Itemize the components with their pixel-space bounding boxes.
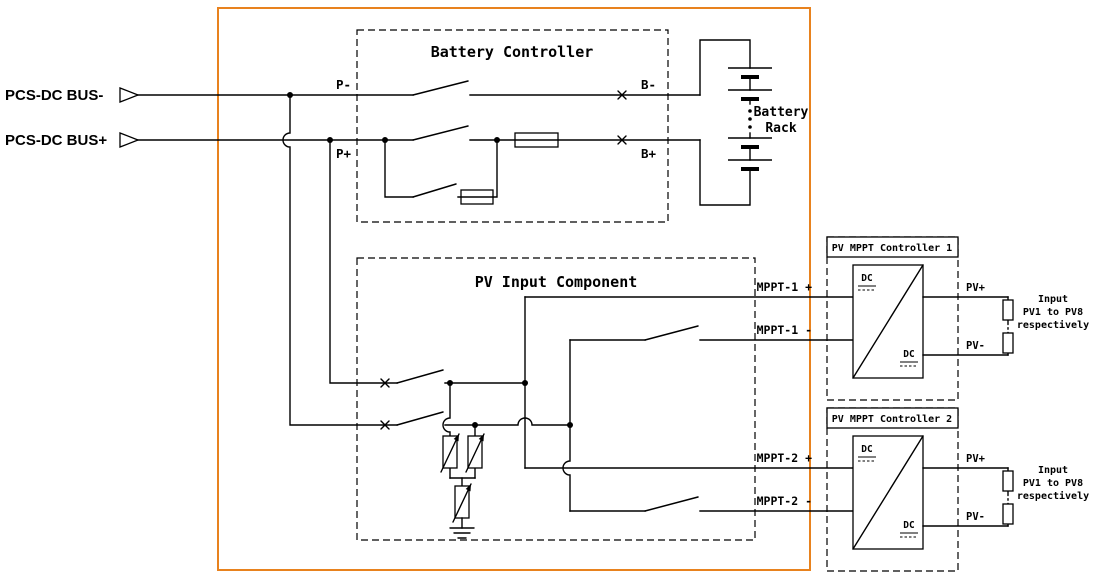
varistor-icon (452, 483, 472, 523)
pv-note-line2: PV1 to PV8 (1023, 307, 1083, 318)
pv-plus-bus (380, 369, 526, 388)
disconnect-switch-blade (412, 183, 457, 198)
battery-rack-label-2: Rack (765, 121, 796, 136)
mppt1-plus-label: MPPT-1 + (757, 280, 812, 294)
mppt1-minus-label: MPPT-1 - (757, 323, 812, 337)
fuse-icon (514, 132, 559, 148)
battery-rack-label-1: Battery (754, 105, 809, 120)
p-plus-label: P+ (336, 146, 352, 161)
terminal-x-icon (617, 135, 627, 145)
string-fuse-icon (1002, 299, 1014, 321)
mppt-controller-1: PV MPPT Controller 1 DC DC PV+ PV- Input… (826, 236, 1089, 401)
pcs-dc-bus-plus-label: PCS-DC BUS+ (5, 132, 107, 149)
string-fuse-icon (1002, 503, 1014, 525)
disconnect-switch-blade (644, 325, 699, 341)
input-arrow-icon (119, 87, 140, 103)
pv-note-line1: Input (1038, 294, 1068, 305)
battery-controller-title: Battery Controller (431, 43, 594, 61)
mppt2-minus-label: MPPT-2 - (757, 494, 812, 508)
pv-note-line2: PV1 to PV8 (1023, 478, 1083, 489)
disconnect-switch-blade (412, 80, 469, 96)
junction-dot (494, 137, 500, 143)
disconnect-switch-blade (396, 411, 444, 426)
mppt-controller-2: PV MPPT Controller 2 DC DC PV+ PV- Input… (826, 407, 1089, 572)
battery-cell-icon (728, 67, 772, 91)
pcs-dc-bus-minus-label: PCS-DC BUS- (5, 87, 103, 104)
wire-spd-plus (442, 382, 451, 479)
wire-minus-feed (282, 94, 398, 426)
junction-dots (287, 92, 573, 428)
string-fuse-icon (1002, 470, 1014, 492)
mppt-controller-1-box (826, 236, 959, 401)
input-arrow-icon (119, 132, 140, 148)
junction-dot (447, 380, 453, 386)
varistor-icon (465, 433, 485, 473)
p-minus-label: P- (336, 77, 351, 92)
pv-input-title: PV Input Component (475, 273, 638, 291)
ground-icon (449, 527, 475, 539)
mppt2-plus-label: MPPT-2 + (757, 451, 812, 465)
pv-plus-label: PV+ (966, 282, 985, 294)
pcs-dc-bus-plus-input: PCS-DC BUS+ (5, 132, 140, 149)
junction-dot (567, 422, 573, 428)
wire-precharge-left (384, 139, 414, 198)
battery-cell-icon (728, 132, 772, 161)
string-fuse-icon (1002, 332, 1014, 354)
disconnect-switch-blade (396, 369, 444, 384)
b-minus-label: B- (641, 77, 656, 92)
pv-minus-label: PV- (966, 511, 985, 523)
pv-note-line3: respectively (1017, 490, 1089, 502)
pv-input-box (356, 257, 756, 541)
pv-plus-label: PV+ (966, 453, 985, 465)
pv-minus-label: PV- (966, 340, 985, 352)
mppt-controller-1-title-box (826, 236, 959, 258)
junction-dot (472, 422, 478, 428)
pcs-dc-bus-minus-input: PCS-DC BUS- (5, 87, 140, 104)
disconnect-switch-blade (644, 496, 699, 512)
wire-battery-bottom (699, 139, 751, 206)
precharge-resistor-icon (460, 189, 494, 205)
terminal-x-icon (617, 90, 627, 100)
junction-dot (287, 92, 293, 98)
wire-precharge-right (457, 139, 498, 198)
battery-cell-icon (728, 159, 772, 171)
pv-note-line3: respectively (1017, 319, 1089, 331)
dc-in-label: DC (861, 444, 873, 455)
precharge-branch (384, 139, 498, 205)
wire-pv-minus-bus (444, 417, 571, 426)
mppt-controller-2-title-box (826, 407, 959, 429)
mppt-controller-2-title: PV MPPT Controller 2 (832, 414, 952, 425)
system-outline-box (217, 7, 811, 571)
battery-rack: Battery Rack (699, 39, 809, 206)
p-minus-circuit: P- B- (137, 77, 701, 100)
junction-dot (522, 380, 528, 386)
pv-note-line1: Input (1038, 465, 1068, 476)
junction-dot (327, 137, 333, 143)
wire-battery-top (699, 39, 751, 96)
varistor-icon (440, 433, 460, 473)
disconnect-switch-blade (412, 125, 469, 141)
dc-dc-converter-icon: DC DC (852, 264, 924, 379)
junction-dot (382, 137, 388, 143)
dc-out-label: DC (903, 349, 915, 360)
battery-ellipsis-dots (748, 109, 752, 129)
p-plus-circuit: P+ B+ (137, 125, 701, 161)
dc-in-label: DC (861, 273, 873, 284)
battery-cell-icon (728, 89, 772, 105)
mppt-controller-2-box (826, 407, 959, 572)
terminal-x-icon (380, 420, 390, 430)
dc-dc-converter-icon: DC DC (852, 435, 924, 550)
battery-controller-box (356, 29, 669, 223)
surge-protector (440, 382, 485, 539)
dc-out-label: DC (903, 520, 915, 531)
terminal-x-icon (380, 378, 390, 388)
wire-plus-feed (329, 139, 398, 384)
mppt-controller-1-title: PV MPPT Controller 1 (832, 243, 952, 254)
b-plus-label: B+ (641, 146, 657, 161)
